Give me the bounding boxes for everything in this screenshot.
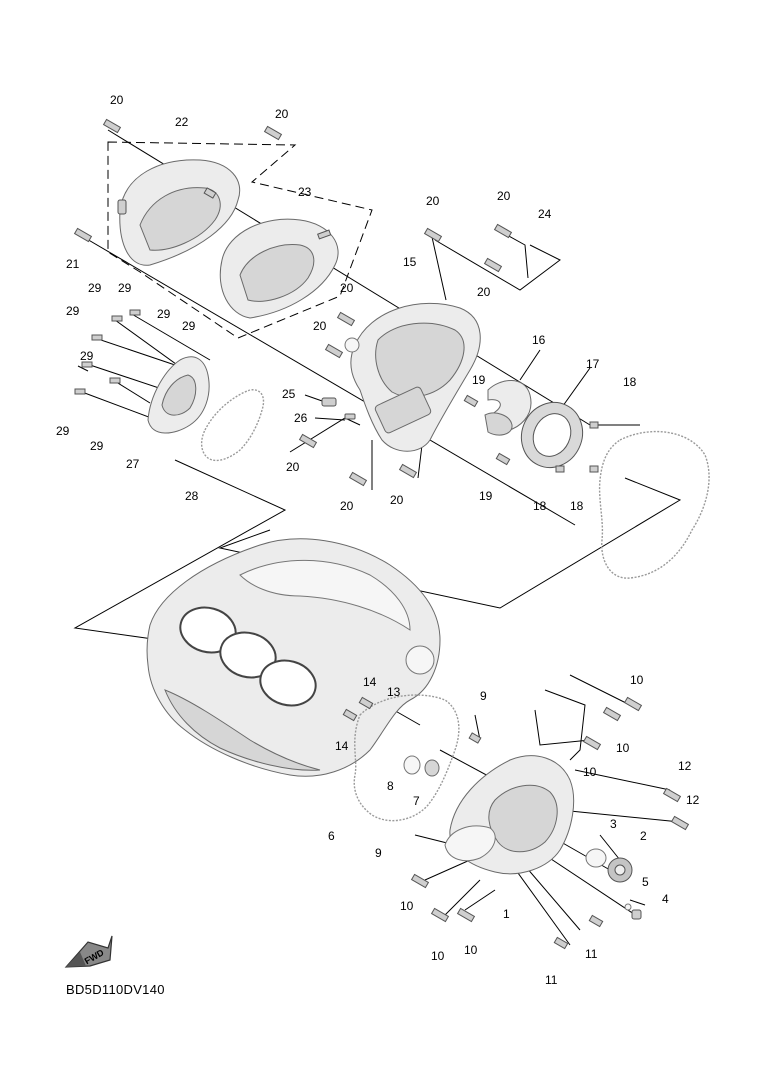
part-2-illustration: [607, 857, 633, 883]
callout-20: 20: [390, 493, 404, 507]
gasket-18-illustration: [598, 430, 710, 579]
cover-27-illustration: [147, 356, 210, 434]
callout-14: 14: [335, 739, 349, 753]
part-3-illustration: [585, 848, 607, 868]
diagram-code: BD5D110DV140: [66, 982, 165, 997]
callout-10: 10: [400, 899, 414, 913]
generator-cover-1-illustration: [444, 755, 575, 875]
callout-22: 22: [175, 115, 189, 129]
gasket-28-illustration: [200, 389, 265, 462]
clutch-cover-15-illustration: [344, 302, 481, 452]
crankcase-illustration: [146, 538, 441, 777]
callout-20: 20: [426, 194, 440, 208]
callout-13: 13: [387, 685, 401, 699]
callout-24: 24: [538, 207, 552, 221]
callout-29: 29: [56, 424, 70, 438]
callout-15: 15: [403, 255, 417, 269]
callout-21: 21: [66, 257, 80, 271]
bolts: [73, 118, 690, 950]
callout-20: 20: [275, 107, 289, 121]
callout-9: 9: [480, 689, 487, 703]
callout-6: 6: [328, 829, 335, 843]
oring-8-illustration: [403, 755, 421, 775]
callout-10: 10: [583, 765, 597, 779]
callout-11: 11: [585, 947, 598, 961]
callout-12: 12: [686, 793, 700, 807]
callout-19: 19: [472, 373, 486, 387]
callout-labels: 20 20 22 23 20 20 24 21 15 20 29 29 20 2…: [56, 93, 700, 987]
callout-29: 29: [88, 281, 102, 295]
callout-9: 9: [375, 846, 382, 860]
callout-29: 29: [182, 319, 196, 333]
callout-12: 12: [678, 759, 692, 773]
gasket-6-illustration: [353, 694, 460, 822]
callout-3: 3: [610, 817, 617, 831]
callout-18: 18: [570, 499, 584, 513]
callout-4: 4: [662, 892, 669, 906]
cylinder-bores: [179, 606, 317, 707]
callout-20: 20: [286, 460, 300, 474]
callout-5: 5: [642, 875, 649, 889]
callout-17: 17: [586, 357, 600, 371]
callout-7: 7: [413, 794, 420, 808]
callout-10: 10: [630, 673, 644, 687]
callout-27: 27: [126, 457, 140, 471]
callout-11: 11: [545, 973, 558, 987]
callout-29: 29: [157, 307, 171, 321]
callout-20: 20: [340, 281, 354, 295]
callout-10: 10: [616, 741, 630, 755]
callout-29: 29: [90, 439, 104, 453]
callout-20: 20: [497, 189, 511, 203]
callout-26: 26: [294, 411, 308, 425]
callout-29: 29: [118, 281, 132, 295]
callout-29: 29: [80, 349, 94, 363]
callout-20: 20: [477, 285, 491, 299]
callout-20: 20: [313, 319, 327, 333]
callout-20: 20: [110, 93, 124, 107]
callout-1: 1: [503, 907, 510, 921]
callout-29: 29: [66, 304, 80, 318]
cover-22-illustration: [117, 159, 241, 266]
gasket-17-illustration: [520, 402, 584, 468]
oring-7-illustration: [424, 759, 440, 777]
callout-28: 28: [185, 489, 199, 503]
plate-16-illustration: [484, 380, 532, 436]
part-25-illustration: [321, 397, 337, 407]
callout-23: 23: [298, 185, 312, 199]
callout-10: 10: [464, 943, 478, 957]
part-5-illustration: [624, 903, 632, 911]
callout-14: 14: [363, 675, 377, 689]
callout-2: 2: [640, 829, 647, 843]
part-4-illustration: [631, 909, 642, 920]
callout-8: 8: [387, 779, 394, 793]
callout-25: 25: [282, 387, 296, 401]
part-26-illustration: [344, 413, 356, 420]
callout-16: 16: [532, 333, 546, 347]
callout-10: 10: [431, 949, 445, 963]
cover-23-illustration: [219, 218, 339, 319]
forward-arrow-icon: FWD: [64, 935, 113, 968]
callout-20: 20: [340, 499, 354, 513]
callout-18: 18: [533, 499, 547, 513]
callout-19: 19: [479, 489, 493, 503]
callout-18: 18: [623, 375, 637, 389]
